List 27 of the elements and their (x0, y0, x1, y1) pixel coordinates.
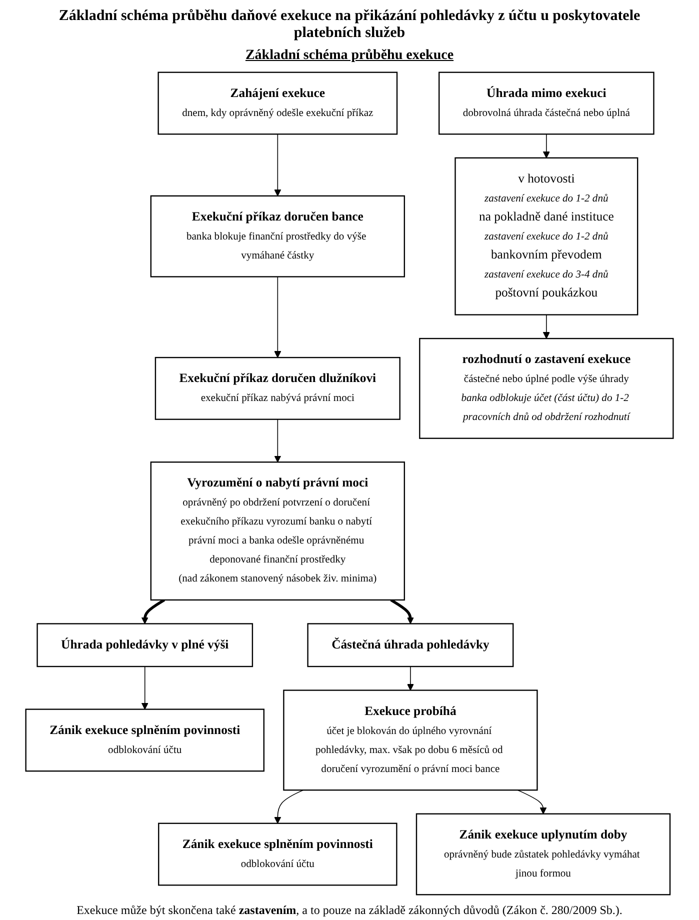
node-box: v hotovosti zastavení exekuce do 1-2 dnů na pokladně dané instituce zastavení exekuce do 1-2 dnů bankovním převodem zastavení exekuce do 3-4 dnů poštovní poukázkou (454, 157, 638, 316)
subtitle: Základní schéma průběhu exekuce (245, 48, 454, 64)
node-box: Vyrozumění o nabytí právní moci oprávněný po obdržení potvrzení o doručení exekučního příkazu vyrozumí banku o nabytí právní moci a banka odešle oprávněnému deponované finanční prostředky (nad zákonem stanovený násobek živ. minima) (150, 462, 405, 601)
arrow (141, 598, 166, 624)
node-box: Exekuční příkaz doručen bance banka blokuje finanční prostředky do výše vymáhané částky (150, 195, 405, 278)
node-box: Zánik exekuce uplynutím doby oprávněný bude zůstatek pohledávky vymáhat jinou formou (416, 813, 671, 896)
arrow (542, 314, 550, 339)
arrow (274, 134, 282, 196)
arrow (517, 790, 547, 814)
arrow (274, 418, 282, 462)
arrow (141, 666, 148, 710)
node-box: Částečná úhrada pohledávky (307, 623, 514, 668)
node-box: Úhrada mimo exekuci dobrovolná úhrada částečná nebo úplná (438, 72, 654, 135)
node-box: Úhrada pohledávky v plné výši (36, 623, 254, 668)
node-box: Zahájení exekuce dnem, kdy oprávněný odešle exekuční příkaz (158, 72, 398, 135)
node-box: Zánik exekuce splněním povinnosti odblokování účtu (158, 822, 398, 886)
arrow (406, 666, 414, 691)
node-box: Zánik exekuce splněním povinnosti odblokování účtu (25, 708, 264, 772)
node-box: Exekuce probíhá účet je blokován do úplného vyrovnání pohledávky, max. však po dobu 6 měsíců od doručení vyrozumění o právní moci bance (283, 690, 538, 791)
arrow (274, 790, 304, 824)
node-box: rozhodnutí o zastavení exekuce částečné nebo úplné podle výše úhrady banka odblokuje účet (část účtu) do 1-2 pracovních dnů od obdržení rozhodnutí (419, 338, 674, 439)
arrow (542, 134, 550, 158)
note-text: Exekuce může být skončena také zastavením, a to pouze na základě zákonných důvodů (Zákon č. 280/2009 Sb.). (76, 903, 622, 918)
node-box: Exekuční příkaz doručen dlužníkovi exekuční příkaz nabývá právní moci (154, 356, 400, 420)
title: Základní schéma průběhu daňové exekuce na přikázání pohledávky z účtu u poskytovatele platebních služeb (58, 8, 642, 42)
arrow (274, 276, 282, 358)
arrow (390, 598, 414, 624)
